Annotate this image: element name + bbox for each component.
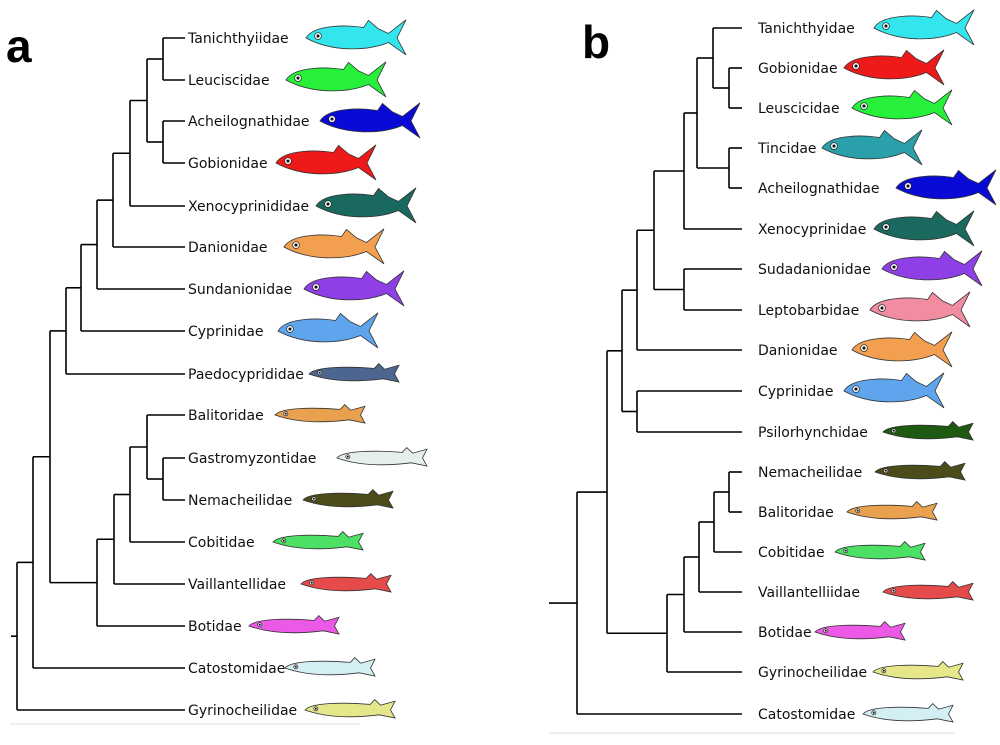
taxon-label-cyprinidae: Cyprinidae — [758, 384, 833, 400]
taxon-label-balitoridae: Balitoridae — [758, 505, 834, 521]
gyrinocheilidae-fish-icon — [304, 699, 396, 719]
panel-b-letter: b — [582, 16, 610, 68]
nemacheilidae-fish-icon — [874, 461, 966, 481]
taxon-label-psilorhynchidae: Psilorhynchidae — [758, 425, 868, 441]
taxon-label-catostomidae: Catostomidae — [188, 661, 285, 677]
taxon-label-vaillantelliidae: Vaillantelliidae — [758, 585, 860, 601]
taxon-label-sudadanionidae: Sudadanionidae — [758, 262, 871, 278]
catostomidae-fish-icon — [284, 657, 376, 677]
psilorhynchidae-fish-icon — [882, 421, 974, 441]
tanichthyiidae-fish-icon — [305, 19, 407, 56]
balitoridae-fish-icon — [846, 501, 938, 521]
gobionidae-fish-icon — [843, 49, 945, 86]
balitoridae-fish-icon — [274, 404, 366, 424]
sundanionidae-fish-icon — [303, 270, 405, 307]
taxon-label-botidae: Botidae — [188, 619, 242, 635]
taxon-label-gobionidae: Gobionidae — [188, 156, 268, 172]
cobitidae-fish-icon — [834, 541, 926, 561]
gyrinocheilidae-fish-icon — [872, 661, 964, 681]
cyprinidae-fish-icon — [277, 312, 379, 349]
danionidae-fish-icon — [851, 331, 953, 368]
sudadanionidae-fish-icon — [881, 250, 983, 287]
taxon-label-acheilognathidae: Acheilognathidae — [188, 114, 310, 130]
taxon-label-cyprinidae: Cyprinidae — [188, 324, 263, 340]
taxon-label-cobitidae: Cobitidae — [758, 545, 825, 561]
leuciscidae-fish-icon — [285, 61, 387, 98]
gobionidae-fish-icon — [275, 144, 377, 181]
leptobarbidae-fish-icon — [869, 291, 971, 328]
taxon-label-gyrinocheilidae: Gyrinocheilidae — [188, 703, 297, 719]
taxon-label-gobionidae: Gobionidae — [758, 61, 838, 77]
cobitidae-fish-icon — [272, 531, 364, 551]
taxon-label-tanichthyidae: Tanichthyidae — [757, 21, 855, 37]
tanichthyidae-fish-icon — [873, 9, 975, 46]
paedocyprididae-fish-icon — [308, 363, 400, 383]
taxon-label-xenocyprinididae: Xenocyprinididae — [188, 199, 309, 215]
taxon-label-nemacheilidae: Nemacheilidae — [758, 465, 862, 481]
taxon-label-leuscicidae: Leuscicidae — [758, 101, 840, 117]
vaillantelliidae-fish-icon — [882, 581, 974, 601]
taxon-label-danionidae: Danionidae — [188, 240, 268, 256]
taxon-label-tanichthyiidae: Tanichthyiidae — [187, 31, 289, 47]
taxon-label-gastromyzontidae: Gastromyzontidae — [188, 451, 316, 467]
taxon-label-catostomidae: Catostomidae — [758, 707, 855, 723]
leuscicidae-fish-icon — [851, 89, 953, 126]
botidae-fish-icon — [814, 621, 906, 641]
taxon-label-gyrinocheilidae: Gyrinocheilidae — [758, 665, 867, 681]
tree-a: TanichthyiidaeLeuciscidaeAcheilognathida… — [10, 19, 428, 725]
acheilognathidae-fish-icon — [895, 169, 997, 206]
botidae-fish-icon — [248, 615, 340, 635]
taxon-label-leuciscidae: Leuciscidae — [188, 73, 270, 89]
catostomidae-fish-icon — [862, 703, 954, 723]
taxon-label-nemacheilidae: Nemacheilidae — [188, 493, 292, 509]
taxon-label-leptobarbidae: Leptobarbidae — [758, 303, 859, 319]
tree-b: TanichthyidaeGobionidaeLeuscicidaeTincid… — [549, 9, 997, 734]
gastromyzontidae-fish-icon — [336, 447, 428, 467]
taxon-label-paedocyprididae: Paedocyprididae — [188, 367, 304, 383]
taxon-label-tincidae: Tincidae — [757, 141, 817, 157]
acheilognathidae-fish-icon — [319, 102, 421, 139]
taxon-label-xenocyprinidae: Xenocyprinidae — [758, 222, 866, 238]
nemacheilidae-fish-icon — [302, 489, 394, 509]
taxon-label-acheilognathidae: Acheilognathidae — [758, 181, 880, 197]
tincidae-fish-icon — [821, 129, 923, 166]
xenocyprinidae-fish-icon — [873, 210, 975, 247]
taxon-label-balitoridae: Balitoridae — [188, 408, 264, 424]
vaillantellidae-fish-icon — [300, 573, 392, 593]
taxon-label-vaillantellidae: Vaillantellidae — [188, 577, 286, 593]
xenocyprinididae-fish-icon — [315, 187, 417, 224]
taxon-label-sundanionidae: Sundanionidae — [188, 282, 292, 298]
taxon-label-cobitidae: Cobitidae — [188, 535, 255, 551]
taxon-label-danionidae: Danionidae — [758, 343, 838, 359]
danionidae-fish-icon — [283, 228, 385, 265]
taxon-label-botidae: Botidae — [758, 625, 812, 641]
panel-a-letter: a — [6, 20, 32, 72]
cyprinidae-fish-icon — [843, 372, 945, 409]
